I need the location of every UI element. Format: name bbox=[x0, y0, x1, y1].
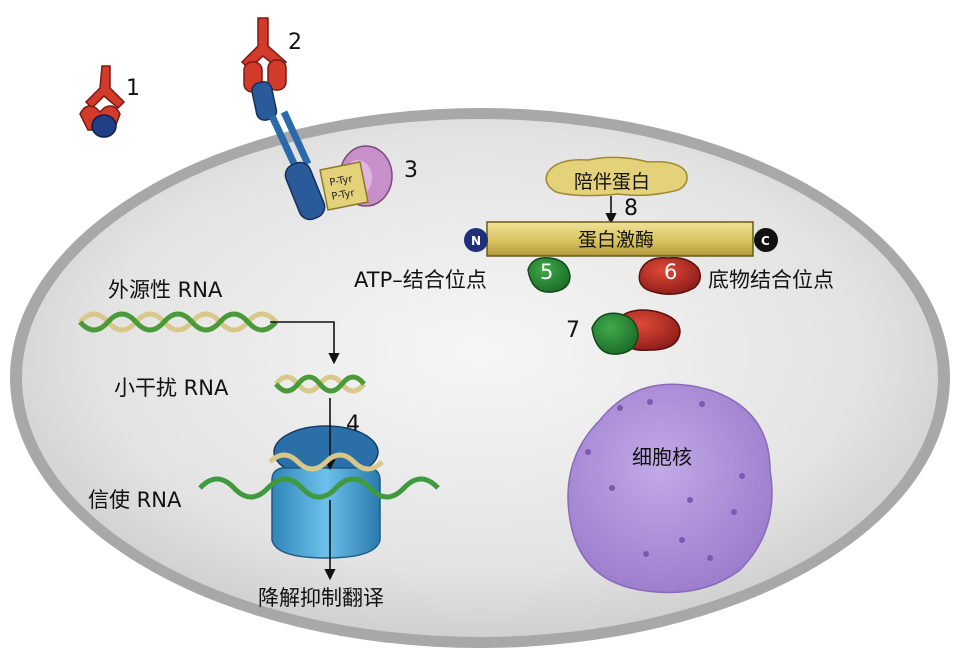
label-number-8: 8 bbox=[624, 196, 638, 221]
sirna-helix bbox=[274, 374, 366, 394]
ribosome-risc bbox=[271, 425, 381, 559]
label-number-1: 1 bbox=[126, 76, 140, 101]
guide-strand bbox=[268, 452, 384, 472]
label-number-6: 6 bbox=[664, 260, 678, 284]
receptor-2 bbox=[240, 17, 326, 221]
sirna-label: 小干扰 RNA bbox=[114, 376, 229, 400]
atp-binding-site-shape bbox=[527, 257, 571, 293]
mrna-strand bbox=[198, 476, 440, 500]
atp-binding-site-label: ATP–结合位点 bbox=[354, 268, 487, 292]
substrate-binding-site-label: 底物结合位点 bbox=[708, 268, 834, 292]
c-terminus-marker bbox=[754, 228, 778, 252]
exogenous-rna-helix bbox=[78, 311, 278, 333]
substrate-binding-site-shape bbox=[638, 256, 701, 295]
nucleus-label: 细胞核 bbox=[632, 445, 692, 469]
kinase-label: 蛋白激酶 bbox=[578, 229, 654, 251]
protein-kinase-bar bbox=[486, 221, 754, 257]
label-number-3: 3 bbox=[404, 158, 418, 183]
c-terminus-label: C bbox=[761, 234, 770, 248]
label-number-4: 4 bbox=[346, 412, 360, 437]
ptyr-label-1: P-Tyr bbox=[329, 174, 355, 189]
chaperone-shape bbox=[545, 156, 688, 197]
nucleus bbox=[567, 383, 773, 594]
label-number-5: 5 bbox=[540, 260, 554, 284]
arrow-rna-to-sirna bbox=[270, 321, 340, 365]
label-number-2: 2 bbox=[288, 30, 302, 55]
label-number-7: 7 bbox=[566, 318, 580, 343]
ptyr-binding-domain: P-Tyr P-Tyr bbox=[319, 145, 393, 211]
mrna-label: 信使 RNA bbox=[88, 488, 182, 512]
outcome-label: 降解抑制翻译 bbox=[258, 586, 384, 610]
ptyr-label-2: P-Tyr bbox=[331, 188, 357, 203]
n-terminus-marker bbox=[464, 228, 488, 252]
kinase-inhibitor-complex-7 bbox=[591, 309, 681, 355]
exogenous-rna-label: 外源性 RNA bbox=[108, 278, 223, 302]
n-terminus-label: N bbox=[471, 234, 481, 248]
chaperone-label: 陪伴蛋白 bbox=[574, 171, 650, 193]
ligand-1 bbox=[79, 65, 126, 138]
